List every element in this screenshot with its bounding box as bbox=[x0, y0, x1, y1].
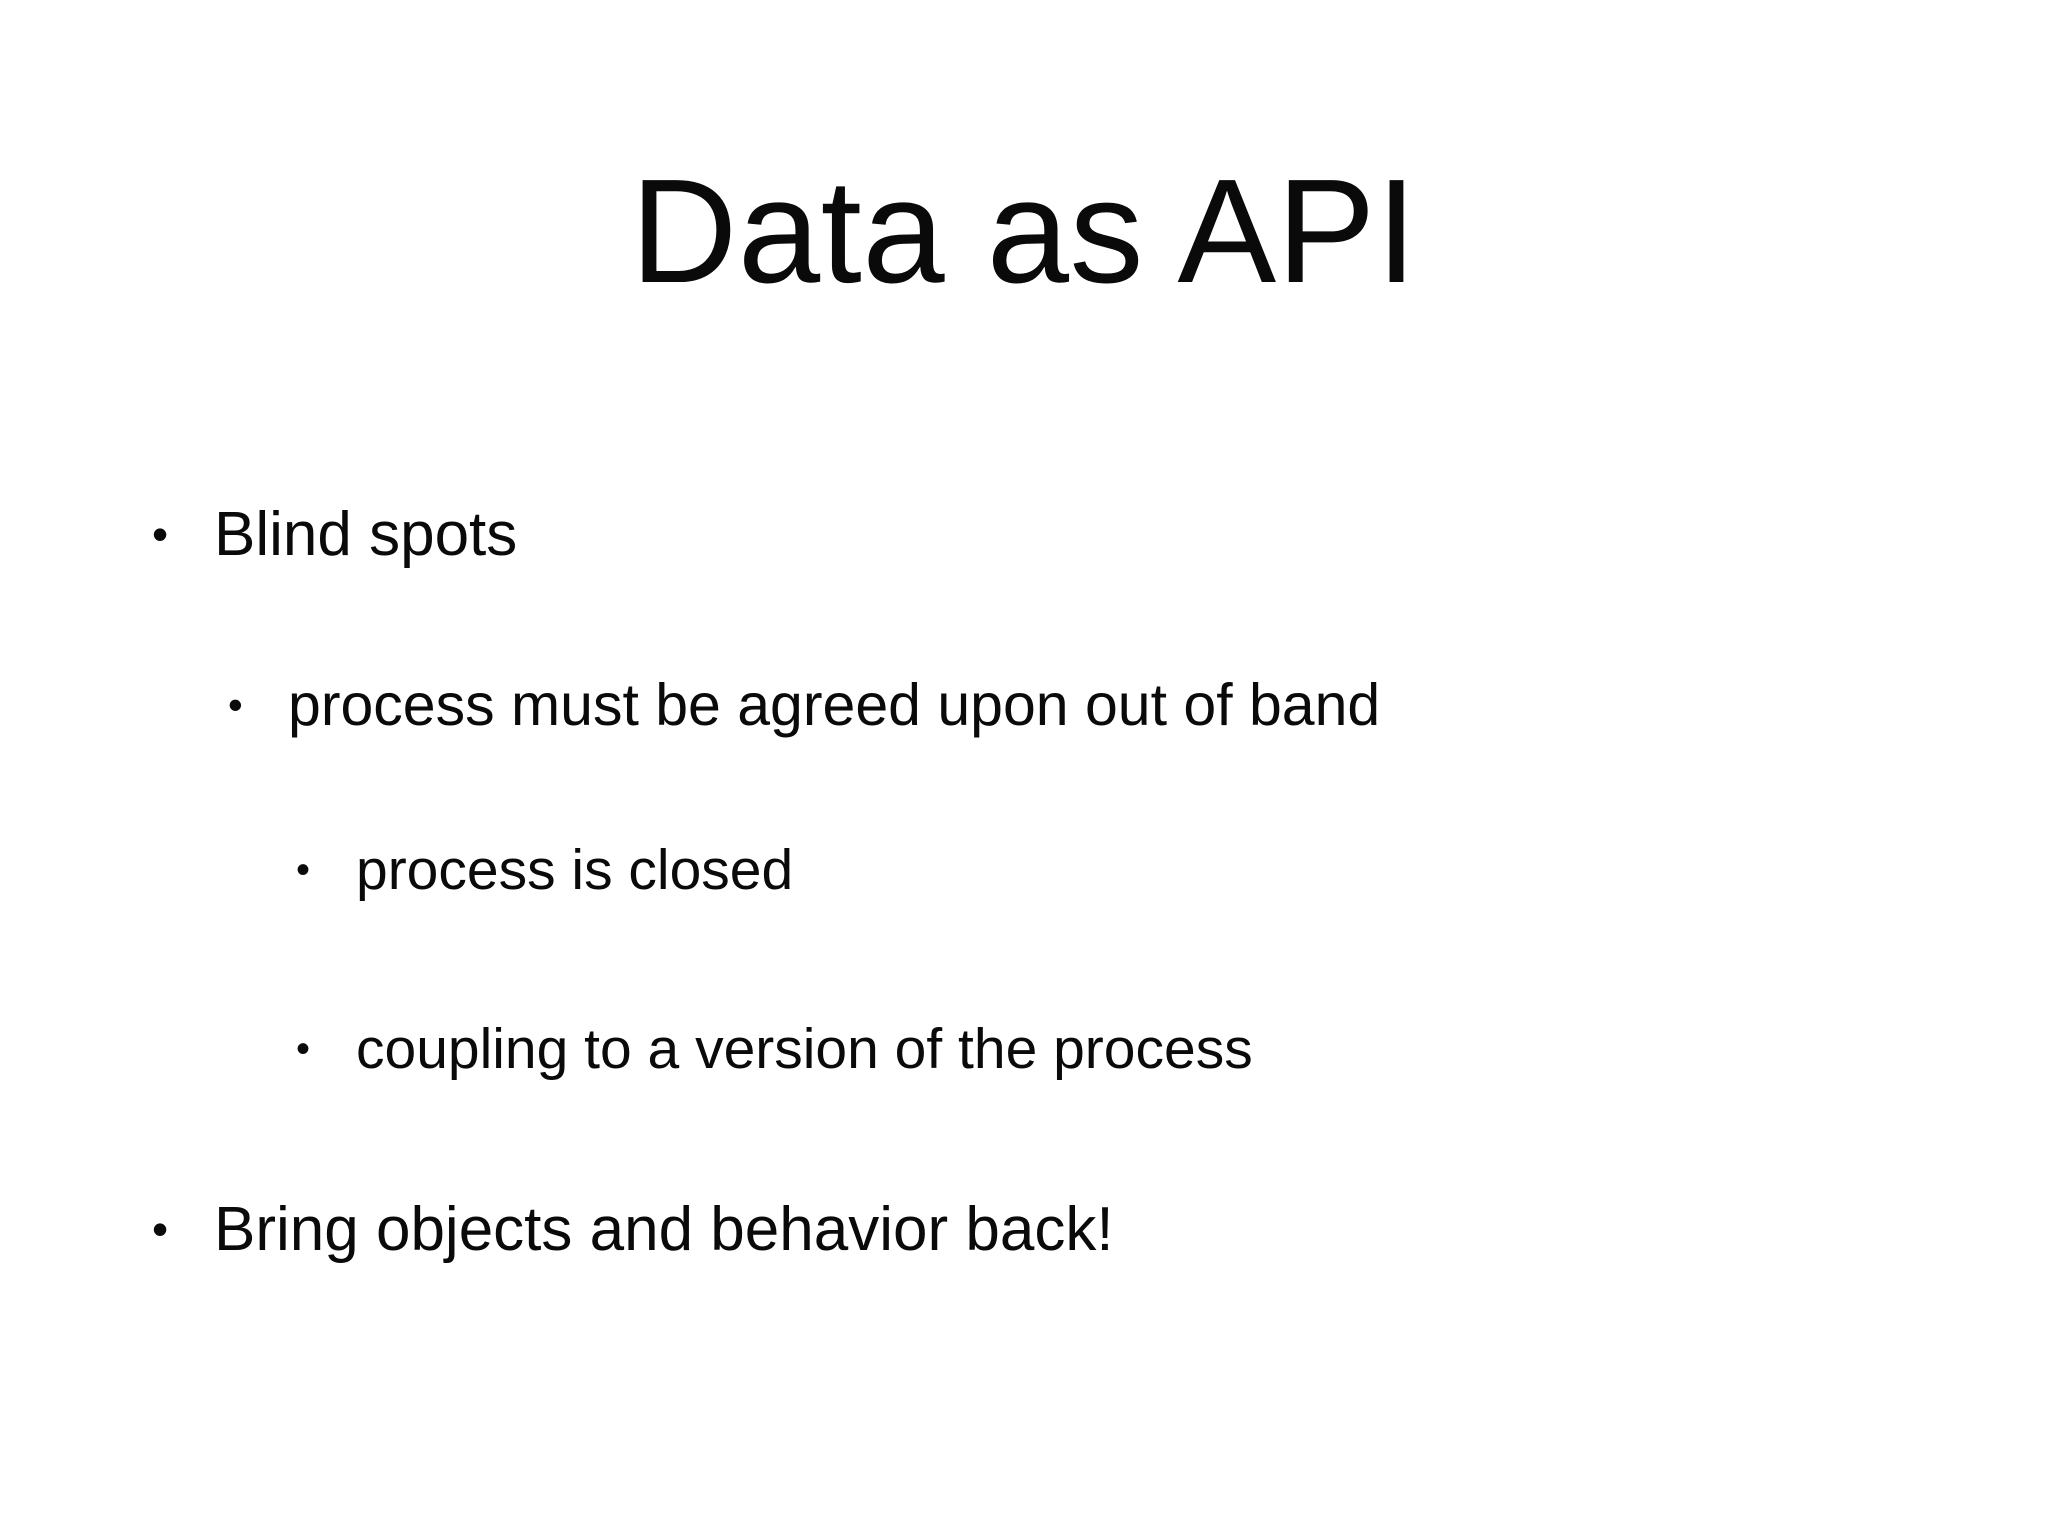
bullet-text: process must be agreed upon out of band bbox=[288, 672, 1381, 739]
bullet-text: process is closed bbox=[356, 837, 794, 902]
bullet-text: coupling to a version of the process bbox=[356, 1017, 1253, 1082]
bullet-text: Blind spots bbox=[214, 500, 518, 569]
bullet-item-level1: • Blind spots bbox=[152, 498, 2048, 571]
bullet-item-level3: • process is closed bbox=[296, 837, 2048, 904]
bullet-dot-icon: • bbox=[152, 508, 169, 560]
bullet-item-level2: • process must be agreed upon out of ban… bbox=[228, 671, 2048, 741]
bullet-dot-icon: • bbox=[296, 1027, 311, 1072]
bullet-dot-icon: • bbox=[152, 1203, 169, 1256]
bullet-item-level1: • Bring objects and behavior back! bbox=[152, 1193, 2048, 1266]
bullet-dot-icon: • bbox=[296, 847, 311, 892]
bullet-item-level3: • coupling to a version of the process bbox=[296, 1016, 2048, 1083]
slide-bullet-list: • Blind spots • process must be agreed u… bbox=[0, 498, 2048, 1266]
bullet-dot-icon: • bbox=[228, 681, 243, 729]
slide-title: Data as API bbox=[630, 149, 1418, 314]
bullet-text: Bring objects and behavior back! bbox=[214, 1195, 1114, 1265]
